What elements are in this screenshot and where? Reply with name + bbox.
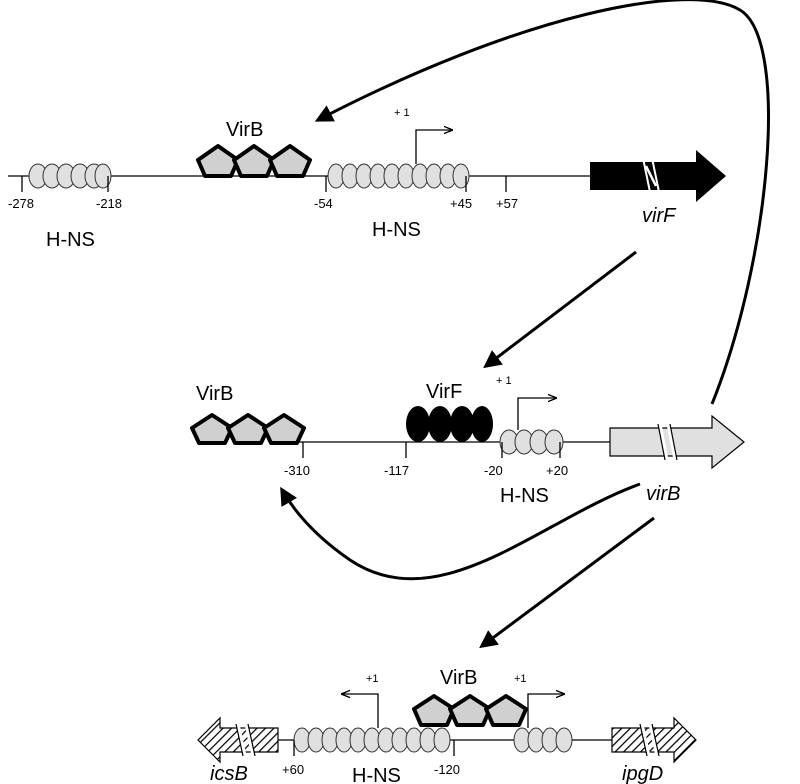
virb-label-bottom: VirB — [440, 667, 477, 689]
hns-label-bottom: H-NS — [352, 765, 401, 784]
ipgd-gene-label: ipgD — [622, 763, 663, 784]
tick-label-minus54: -54 — [314, 196, 333, 211]
hns-cluster-bottom-right — [513, 727, 573, 753]
tss-arrow-bottom-left — [342, 694, 379, 728]
tick-label-minus20: -20 — [484, 463, 503, 478]
virb-label-middle: VirB — [196, 383, 233, 405]
hns-cluster-bottom-left — [293, 727, 451, 753]
tss-arrow-bottom-right — [527, 694, 564, 728]
tick-label-plus60: +60 — [282, 762, 304, 777]
hns-label-top-right: H-NS — [372, 219, 421, 241]
virb-promoter-region: VirB VirF -310 -117 -20 +20 H-NS + 1 — [190, 375, 745, 507]
tss-arrow-middle — [517, 398, 556, 430]
icsb-gene-arrow — [197, 716, 279, 764]
hns-cluster-middle — [499, 429, 564, 455]
tick-label-plus20: +20 — [546, 463, 568, 478]
virb-protein-middle — [190, 413, 306, 445]
virb-protein-bottom — [412, 694, 528, 727]
tick-label-minus120: -120 — [434, 762, 460, 777]
virb-protein-top — [196, 144, 312, 178]
tick-label-minus310: -310 — [284, 463, 310, 478]
tick-label-plus57: +57 — [496, 196, 518, 211]
icsb-ipgd-region: icsB +60 -120 H-NS +1 VirB — [197, 667, 697, 784]
virb-gene-arrow — [609, 414, 745, 470]
virf-promoter-region: -278 -218 H-NS VirB -54 +45 +57 H- — [8, 107, 726, 251]
tss-label-middle: + 1 — [496, 375, 512, 387]
tick-label-minus218: -218 — [96, 196, 122, 211]
tss-arrow-top — [415, 130, 452, 164]
virf-gene-label: virF — [642, 205, 677, 227]
icsb-gene-label: icsB — [210, 763, 248, 784]
arrow-virb-to-virf-promoter — [314, 0, 770, 405]
hns-label-middle: H-NS — [500, 485, 549, 507]
ipgd-gene-arrow — [611, 716, 697, 764]
arrow-virb-to-virb-site — [280, 482, 641, 581]
arrow-virf-to-virb-promoter — [483, 250, 637, 369]
tss-label-bottom-right: +1 — [514, 673, 527, 685]
tss-label-top: + 1 — [394, 107, 410, 119]
tick-label-minus278: -278 — [8, 196, 34, 211]
virb-label-top: VirB — [226, 119, 263, 141]
arrow-virb-to-icsb-ipgd — [479, 516, 655, 649]
virb-gene-label: virB — [646, 483, 680, 505]
hns-cluster-top-right — [327, 163, 470, 189]
tick-label-plus45: +45 — [450, 196, 472, 211]
virf-gene-arrow — [590, 150, 726, 202]
hns-cluster-top-left — [28, 163, 112, 189]
virf-label-middle: VirF — [426, 381, 462, 403]
tss-label-bottom-left: +1 — [366, 673, 379, 685]
tick-label-minus117: -117 — [384, 463, 409, 478]
hns-label-top-left: H-NS — [46, 229, 95, 251]
virf-protein-middle — [406, 406, 493, 442]
